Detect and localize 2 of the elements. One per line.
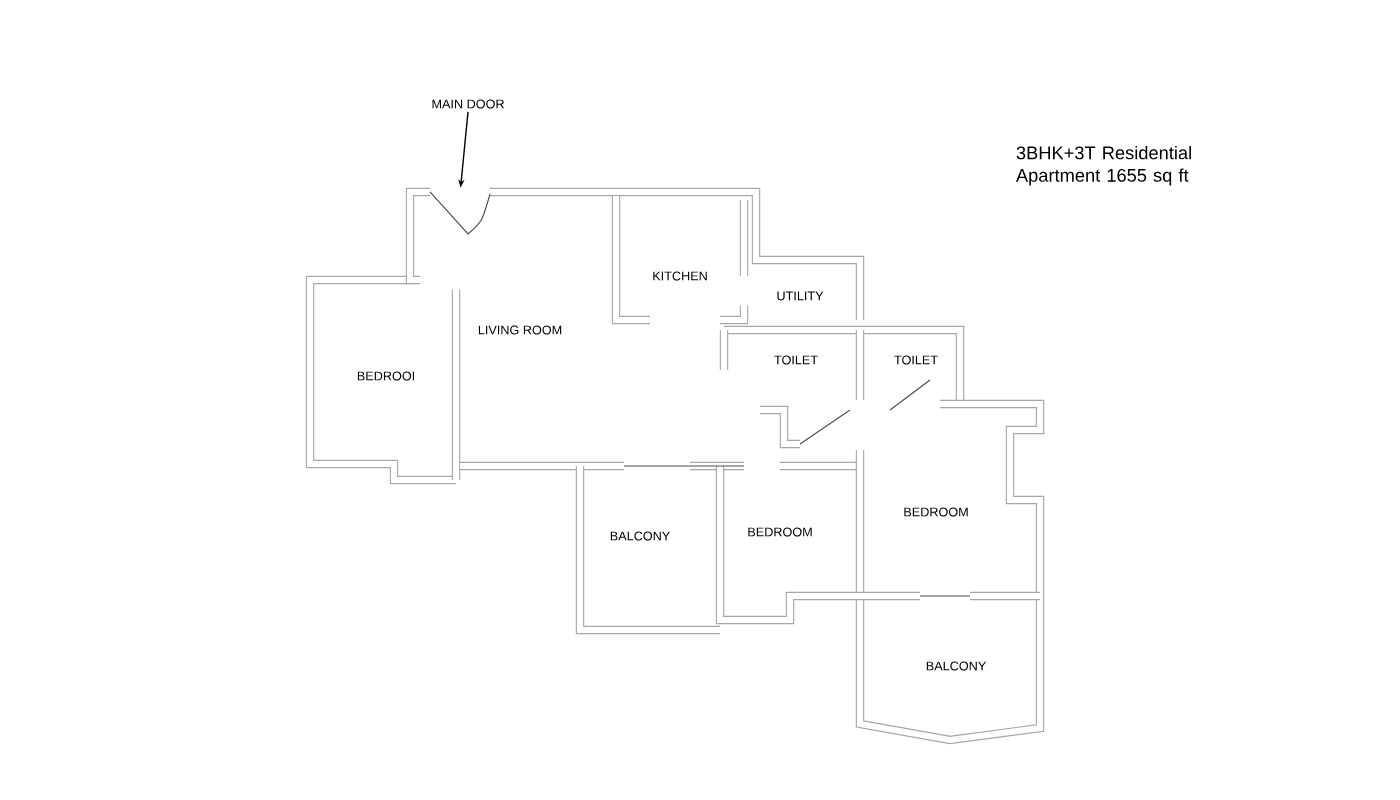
door-symbol xyxy=(429,191,491,235)
title: 3BHK+3T Residential Apartment 1655 sq ft xyxy=(1016,145,1191,186)
